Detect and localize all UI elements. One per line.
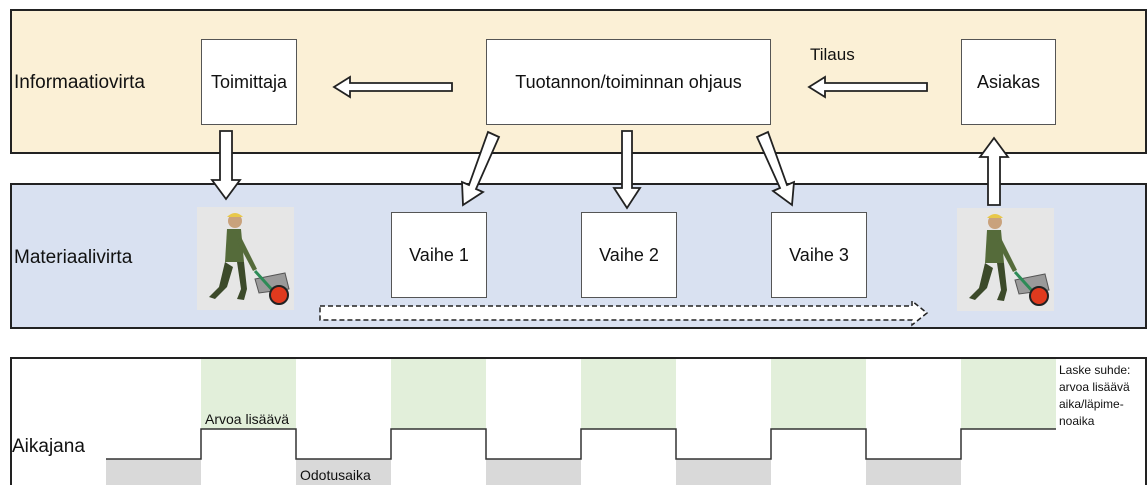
ratio-note-line: Laske suhde: [1059, 363, 1131, 377]
value-adding-segment [581, 359, 676, 429]
timeline-label: Aikajana [12, 436, 85, 457]
waiting-segment [106, 459, 201, 485]
waiting-segment [296, 459, 391, 485]
arrow-control-to-stage-3 [755, 130, 796, 207]
stage-box-3: Vaihe 3 [771, 212, 867, 298]
value-adding-segment [201, 359, 296, 429]
ratio-note-line: aika/läpime- [1059, 397, 1124, 411]
information-flow-label: Informaatiovirta [14, 72, 145, 93]
value-adding-segment [391, 359, 486, 429]
arrow-control-to-stage-2 [612, 130, 642, 210]
supplier-box: Toimittaja [201, 39, 297, 125]
timeline-step-line [106, 428, 1056, 460]
arrow-control-to-stage-1 [461, 130, 501, 207]
arrow-order-to-control [807, 75, 928, 99]
dashed-material-flow-arrow [319, 299, 929, 327]
stage-box-1: Vaihe 1 [391, 212, 487, 298]
ratio-note-line: noaika [1059, 414, 1095, 428]
ratio-note: Laske suhde: arvoa lisäävä aika/läpime- … [1059, 362, 1130, 430]
order-label: Tilaus [810, 45, 855, 64]
production-control-box: Tuotannon/toiminnan ohjaus [486, 39, 771, 125]
waiting-segment [486, 459, 581, 485]
worker-with-wheelbarrow-icon [197, 207, 294, 310]
worker-with-wheelbarrow-icon [957, 208, 1054, 311]
arrow-to-customer-up [978, 136, 1010, 206]
value-adding-segment [961, 359, 1056, 429]
arrow-to-supplier [332, 75, 453, 99]
arrow-supplier-down [210, 130, 242, 201]
ratio-note-line: arvoa lisäävä [1059, 380, 1130, 394]
waiting-segment [866, 459, 961, 485]
waiting-segment [676, 459, 771, 485]
customer-box: Asiakas [961, 39, 1056, 125]
stage-box-2: Vaihe 2 [581, 212, 677, 298]
value-adding-label: Arvoa lisäävä [205, 411, 290, 427]
waiting-time-label: Odotusaika [300, 467, 371, 483]
value-adding-segment [771, 359, 866, 429]
material-flow-label: Materiaalivirta [14, 247, 133, 268]
